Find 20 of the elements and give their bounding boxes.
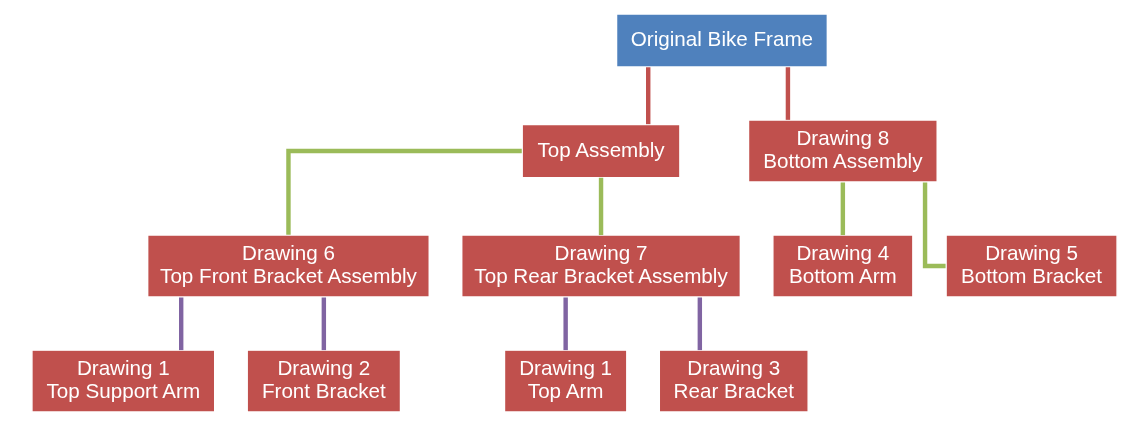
node-box: Top Assembly	[520, 123, 681, 179]
connector	[562, 297, 568, 351]
node-box: Drawing 1 Top Support Arm	[30, 349, 215, 413]
node-box: Original Bike Frame	[615, 13, 828, 68]
node-box: Drawing 4 Bottom Arm	[771, 234, 914, 298]
connector	[598, 177, 603, 236]
connector	[645, 67, 650, 125]
node-box: Drawing 8 Bottom Assembly	[747, 119, 938, 183]
node-box: Drawing 2 Front Bracket	[245, 349, 401, 413]
node-box: Drawing 3 Rear Bracket	[658, 349, 809, 413]
connector	[178, 297, 183, 351]
connector	[697, 297, 702, 351]
connector	[321, 297, 326, 351]
connector	[840, 182, 845, 236]
node-box: Drawing 5 Bottom Bracket	[944, 234, 1118, 298]
node-box: Drawing 1 Top Arm	[503, 349, 628, 413]
connector	[785, 67, 790, 120]
node-box: Drawing 6 Top Front Bracket Assembly	[146, 234, 430, 298]
connector	[285, 148, 522, 235]
node-box: Drawing 7 Top Rear Bracket Assembly	[460, 234, 741, 298]
